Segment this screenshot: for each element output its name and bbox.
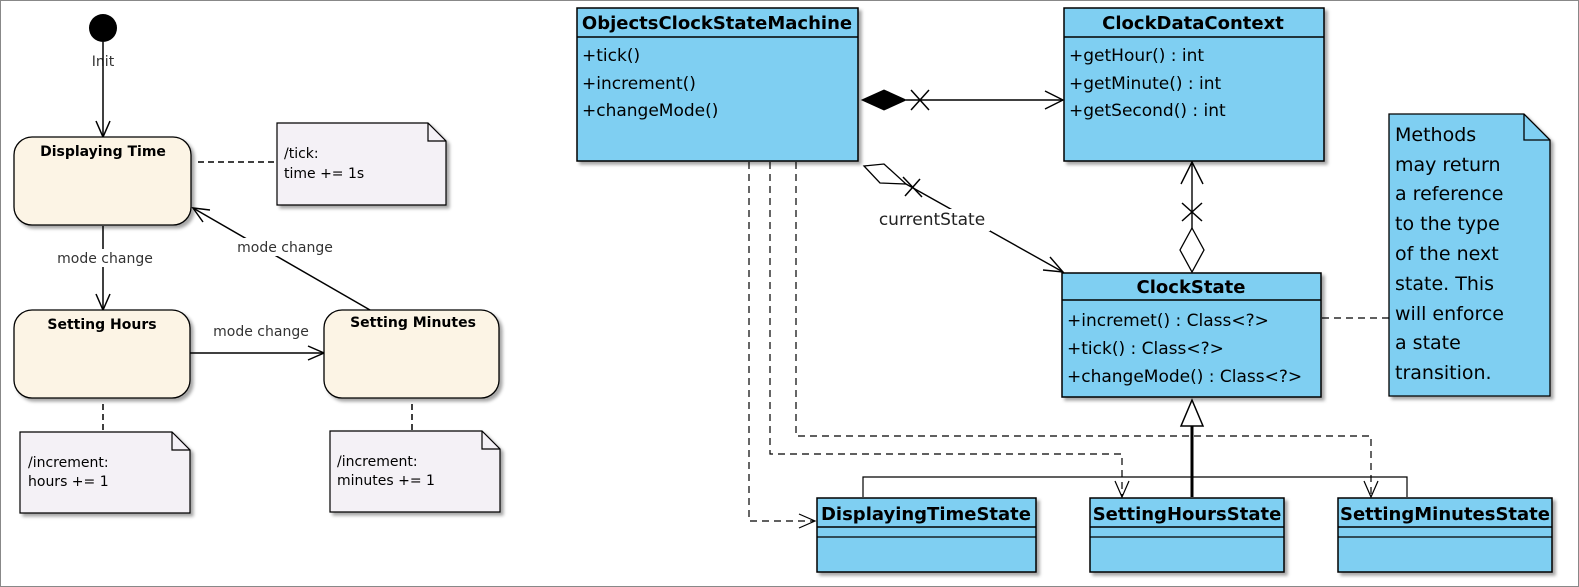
class-clock-data-context-member: +getSecond() : int xyxy=(1069,101,1226,121)
note-hours: /increment: hours += 1 xyxy=(19,431,191,514)
note-tick: /tick: time += 1s xyxy=(276,122,447,206)
class-note-shape xyxy=(1388,113,1551,397)
state-setting-minutes[interactable]: Setting Minutes xyxy=(323,309,500,399)
class-note-line: may return xyxy=(1395,154,1501,176)
class-setting-minutes-state-box xyxy=(1337,497,1553,573)
class-note-line: a reference xyxy=(1395,183,1503,205)
class-objects-clock-state-machine-member: +changeMode() xyxy=(582,101,718,121)
class-displaying-time-state-name: DisplayingTimeState xyxy=(821,504,1031,525)
class-note-line: transition. xyxy=(1395,362,1492,384)
class-note: Methods may return a reference to the ty… xyxy=(1388,113,1551,397)
generalization-triangle xyxy=(1179,398,1205,427)
class-diagram: currentState ObjectsClockStateMachine +t… xyxy=(576,7,1553,573)
state-setting-minutes-box xyxy=(323,309,500,399)
class-setting-minutes-state[interactable]: SettingMinutesState xyxy=(1337,497,1553,573)
note-hours-line-2: hours += 1 xyxy=(28,474,109,490)
state-setting-hours-label: Setting Hours xyxy=(47,317,156,333)
dependency-to-displaying-time-state xyxy=(748,162,814,522)
note-tick-shape xyxy=(276,122,447,206)
dependency-to-setting-hours-state xyxy=(769,162,1123,497)
class-displaying-time-state-box xyxy=(816,497,1037,573)
class-note-fold xyxy=(1523,114,1550,141)
class-clock-data-context-member: +getHour() : int xyxy=(1069,46,1204,66)
note-hours-line-1: /increment: xyxy=(28,455,109,471)
aggregation-cross-b xyxy=(904,178,921,197)
state-displaying-time[interactable]: Displaying Time xyxy=(13,136,192,226)
state-setting-hours[interactable]: Setting Hours xyxy=(13,309,191,399)
state-setting-minutes-label: Setting Minutes xyxy=(350,315,476,331)
class-clock-data-context[interactable]: ClockDataContext +getHour() : int +getMi… xyxy=(1063,7,1325,162)
state-displaying-time-box xyxy=(13,136,192,226)
transition-sm-dt-label: mode change xyxy=(237,240,333,256)
aggregation-context-arrowhead xyxy=(1180,160,1204,185)
association-label-bg xyxy=(874,209,990,231)
class-note-line: will enforce xyxy=(1395,303,1504,325)
class-clock-state-member: +changeMode() : Class<?> xyxy=(1067,367,1302,387)
class-note-line: Methods xyxy=(1395,124,1476,146)
composition-arrowhead xyxy=(1044,90,1065,110)
composition-cross-b xyxy=(910,89,930,111)
aggregation-context-diamond xyxy=(1179,226,1205,274)
note-minutes-line-1: /increment: xyxy=(337,454,418,470)
class-clock-data-context-box xyxy=(1063,7,1325,162)
note-tick-fold xyxy=(427,123,446,142)
class-note-line: a state xyxy=(1395,332,1461,354)
state-machine: Init Displaying Time /tick: time += 1s m… xyxy=(13,14,501,514)
dependency-to-setting-hours-state-arrowhead xyxy=(1114,480,1130,499)
note-tick-line-1: /tick: xyxy=(284,146,319,162)
note-hours-fold xyxy=(171,432,190,451)
class-clock-state[interactable]: ClockState +incremet() : Class<?> +tick(… xyxy=(1061,272,1322,398)
state-displaying-time-label: Displaying Time xyxy=(40,144,166,160)
transition-dt-sh-label-bg xyxy=(52,249,156,267)
class-clock-state-box xyxy=(1061,272,1322,398)
class-note-line: state. This xyxy=(1395,273,1494,295)
note-minutes: /increment: minutes += 1 xyxy=(329,430,501,513)
aggregation-current-state-arrowhead xyxy=(1042,256,1065,273)
class-displaying-time-state[interactable]: DisplayingTimeState xyxy=(816,497,1037,573)
class-note-line: of the next xyxy=(1395,243,1499,265)
class-objects-clock-state-machine-member: +increment() xyxy=(582,74,696,94)
class-clock-state-name: ClockState xyxy=(1137,277,1246,298)
class-objects-clock-state-machine-member: +tick() xyxy=(582,46,640,66)
class-setting-hours-state-name: SettingHoursState xyxy=(1093,504,1282,525)
transition-sh-sm-label: mode change xyxy=(213,324,309,340)
class-setting-hours-state[interactable]: SettingHoursState xyxy=(1089,497,1285,573)
class-clock-state-member: +tick() : Class<?> xyxy=(1067,339,1224,359)
dependency-to-setting-minutes-state-arrowhead xyxy=(1363,480,1379,499)
transition-sm-dt-label-bg xyxy=(232,238,338,256)
class-setting-minutes-state-name: SettingMinutesState xyxy=(1340,504,1550,525)
class-setting-hours-state-box xyxy=(1089,497,1285,573)
class-objects-clock-state-machine-name: ObjectsClockStateMachine xyxy=(582,13,852,34)
dependency-to-displaying-time-state-arrowhead xyxy=(798,513,817,529)
note-minutes-fold xyxy=(481,431,500,450)
class-objects-clock-state-machine[interactable]: ObjectsClockStateMachine +tick() +increm… xyxy=(576,7,859,162)
class-clock-state-member: +incremet() : Class<?> xyxy=(1067,311,1269,331)
note-minutes-line-2: minutes += 1 xyxy=(337,473,435,489)
dependency-to-setting-minutes-state xyxy=(795,162,1372,497)
note-tick-line-2: time += 1s xyxy=(284,166,364,182)
aggregation-current-state-diamond xyxy=(862,163,908,185)
class-clock-data-context-member: +getMinute() : int xyxy=(1069,74,1222,94)
transition-dt-sh-label: mode change xyxy=(57,251,153,267)
aggregation-context-cross-b xyxy=(1181,202,1203,222)
transition-sm-dt-arrowhead xyxy=(191,207,211,223)
state-setting-hours-box xyxy=(13,309,191,399)
generalization-branches xyxy=(862,476,1408,497)
transition-sm-dt-line xyxy=(192,207,371,311)
class-note-line: to the type xyxy=(1395,213,1500,235)
class-clock-data-context-name: ClockDataContext xyxy=(1102,13,1284,34)
association-label: currentState xyxy=(879,210,985,230)
note-minutes-shape xyxy=(329,430,501,513)
note-hours-shape xyxy=(19,431,191,514)
composition-diamond xyxy=(860,89,908,111)
class-objects-clock-state-machine-box xyxy=(576,7,859,162)
initial-node xyxy=(89,14,117,42)
